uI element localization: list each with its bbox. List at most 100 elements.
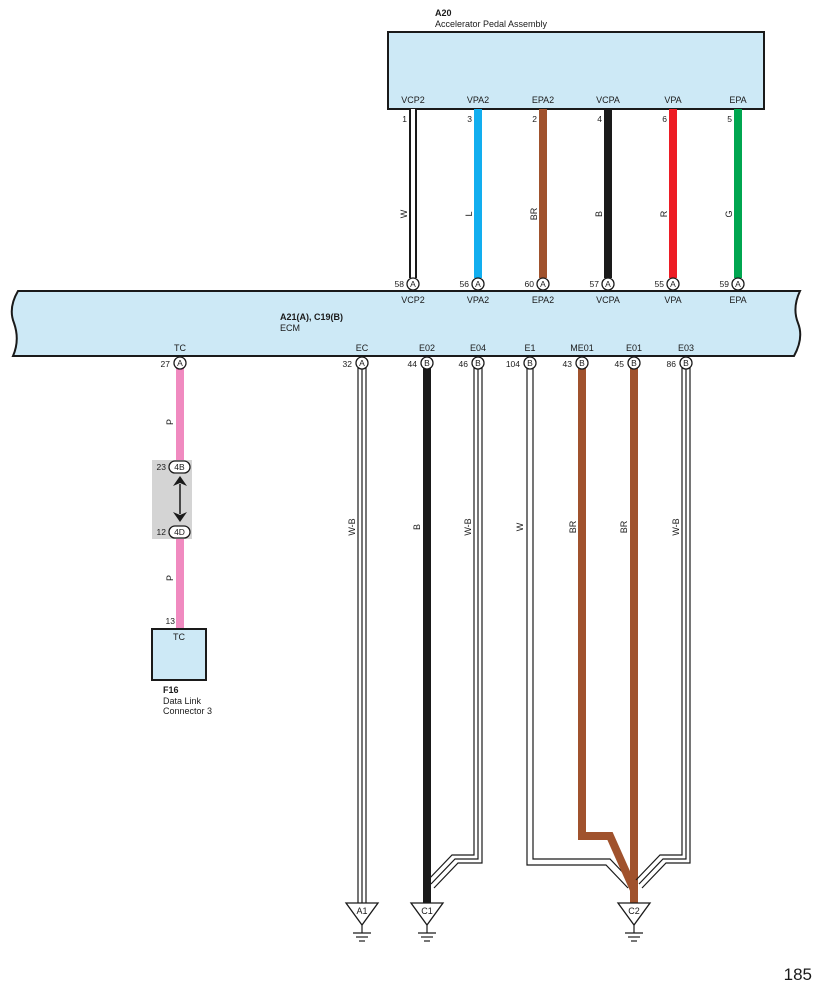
svg-text:A1: A1	[356, 906, 367, 916]
wire-e03-white-black	[635, 368, 691, 889]
svg-text:86: 86	[667, 359, 677, 369]
a20-pin-6: 6	[662, 114, 667, 124]
junction-upper-label: 4B	[174, 462, 185, 472]
svg-text:C2: C2	[628, 906, 640, 916]
ecm-bottom-connector-e1: 104 B	[506, 356, 537, 370]
a20-terminal-epa: EPA	[729, 95, 746, 105]
wire-label-me01-br: BR	[568, 520, 578, 533]
wire-label-w: W	[399, 209, 409, 218]
ecm-terminal-vcpa: VCPA	[596, 295, 620, 305]
ecm-top-connector-vcp2: 58 A	[395, 277, 420, 291]
a20-pin-3: 3	[467, 114, 472, 124]
f16-terminal-tc: TC	[173, 632, 185, 642]
svg-text:58: 58	[395, 279, 405, 289]
a20-terminal-vcp2: VCP2	[401, 95, 425, 105]
ecm-bottom-connector-tc: 27 A	[161, 356, 187, 370]
ecm-terminal-tc: TC	[174, 343, 186, 353]
wire-label-e01-br: BR	[619, 520, 629, 533]
a20-terminal-vcpa: VCPA	[596, 95, 620, 105]
wire-epa2-brown	[539, 109, 547, 278]
wire-e01-brown	[630, 368, 638, 903]
ecm-top-connector-epa2: 60 A	[525, 277, 550, 291]
svg-text:60: 60	[525, 279, 535, 289]
ground-c2: C2	[616, 902, 652, 942]
ecm-terminal-vpa2: VPA2	[467, 295, 489, 305]
svg-text:27: 27	[161, 359, 171, 369]
svg-text:B: B	[424, 358, 430, 368]
wire-label-g: G	[724, 210, 734, 217]
a20-id: A20	[435, 8, 452, 18]
svg-text:A: A	[410, 279, 416, 289]
ground-c1: C1	[409, 902, 445, 942]
ecm-terminal-e1: E1	[524, 343, 535, 353]
svg-text:44: 44	[408, 359, 418, 369]
ecm-terminal-ec: EC	[356, 343, 369, 353]
a20-pin-1: 1	[402, 114, 407, 124]
svg-text:C1: C1	[421, 906, 433, 916]
a20-pin-5: 5	[727, 114, 732, 124]
wire-label-ec-wb: W-B	[347, 518, 357, 535]
wire-label-br: BR	[529, 207, 539, 220]
wire-label-e1-w: W	[515, 522, 525, 531]
ecm-name: ECM	[280, 323, 300, 333]
a20-pin-2: 2	[532, 114, 537, 124]
ecm-bottom-connector-e03: 86 B	[667, 356, 693, 370]
ecm-terminal-e01: E01	[626, 343, 642, 353]
svg-text:A: A	[670, 279, 676, 289]
wire-label-l: L	[464, 211, 474, 216]
ecm-bottom-connector-me01: 43 B	[563, 356, 589, 370]
wire-me01-brown	[578, 368, 638, 892]
junction-pin-23: 23	[157, 462, 167, 472]
ecm-terminal-e03: E03	[678, 343, 694, 353]
ecm-bottom-connector-ec: 32 A	[343, 356, 369, 370]
a20-name: Accelerator Pedal Assembly	[435, 19, 548, 29]
wire-e02-black	[423, 368, 431, 903]
wire-label-e04-wb: W-B	[463, 518, 473, 535]
f16-name-line1: Data Link	[163, 696, 202, 706]
svg-text:A: A	[177, 358, 183, 368]
svg-text:45: 45	[615, 359, 625, 369]
ecm-bottom-connector-e04: 46 B	[459, 356, 485, 370]
ecm-top-connector-vpa2: 56 A	[460, 277, 485, 291]
f16-pin-13: 13	[166, 616, 176, 626]
svg-text:B: B	[527, 358, 533, 368]
wire-label-r: R	[659, 210, 669, 217]
junction-arrow-up	[173, 476, 187, 486]
f16-name-line2: Connector 3	[163, 706, 212, 716]
a20-terminal-epa2: EPA2	[532, 95, 554, 105]
ecm-id: A21(A), C19(B)	[280, 312, 343, 322]
wire-tc-pink-upper	[176, 368, 184, 462]
a20-terminal-vpa2: VPA2	[467, 95, 489, 105]
f16-id: F16	[163, 685, 179, 695]
junction-pin-12: 12	[157, 527, 167, 537]
ecm-terminal-epa: EPA	[729, 295, 746, 305]
ecm-terminal-e02: E02	[419, 343, 435, 353]
svg-text:32: 32	[343, 359, 353, 369]
wire-label-tc-p-lower: P	[165, 575, 175, 581]
wire-label-b: B	[594, 211, 604, 217]
ecm-top-connector-vcpa: 57 A	[590, 277, 615, 291]
wire-vpa-red	[669, 109, 677, 278]
ecm-top-connector-vpa: 55 A	[655, 277, 680, 291]
a20-pin-4: 4	[597, 114, 602, 124]
wire-e04-white-black	[427, 368, 483, 889]
ecm-bottom-connector-e01: 45 B	[615, 356, 641, 370]
svg-text:A: A	[605, 279, 611, 289]
a20-component-box	[387, 31, 765, 110]
junction-lower-label: 4D	[174, 527, 185, 537]
wire-vpa2-light-blue	[474, 109, 482, 278]
junction-arrow-down	[173, 512, 187, 522]
svg-text:B: B	[631, 358, 637, 368]
svg-text:A: A	[540, 279, 546, 289]
wire-ec-white-black	[357, 368, 367, 903]
svg-text:B: B	[475, 358, 481, 368]
ecm-terminal-vcp2: VCP2	[401, 295, 425, 305]
svg-text:56: 56	[460, 279, 470, 289]
wire-epa-green	[734, 109, 742, 278]
svg-text:A: A	[735, 279, 741, 289]
svg-text:57: 57	[590, 279, 600, 289]
wire-vcpa-black	[604, 109, 612, 278]
junction-upper-oval	[168, 460, 191, 474]
page-number: 185	[784, 965, 812, 984]
